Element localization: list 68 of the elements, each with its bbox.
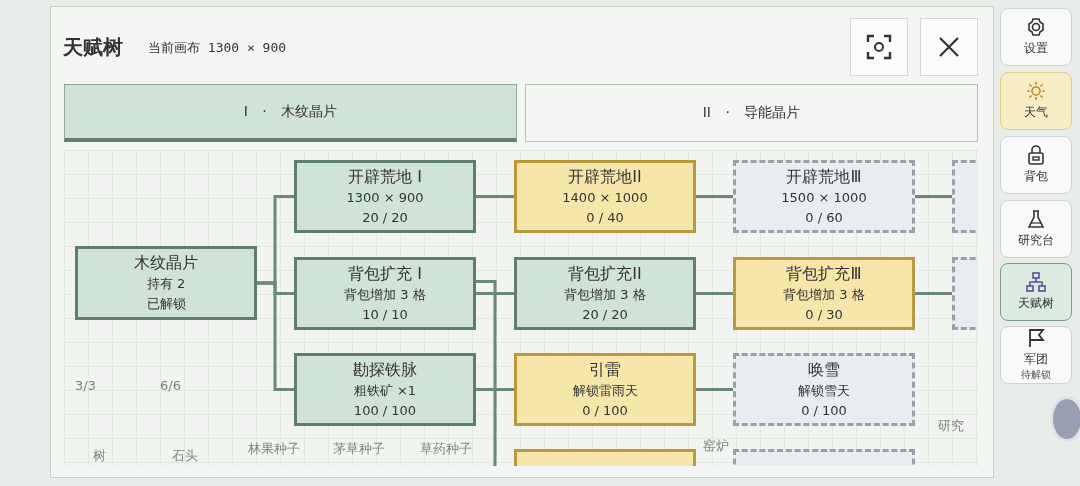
talent-name: 唤雪 bbox=[808, 358, 840, 381]
talent-effect: 解锁雷雨天 bbox=[572, 381, 638, 400]
talent-name: 开辟荒地 I bbox=[348, 165, 422, 188]
talent-name: 引雷 bbox=[589, 358, 621, 381]
talent-effect: 1300 × 900 bbox=[346, 188, 424, 207]
count-text: 3/3 bbox=[75, 378, 96, 393]
talent-name: 木纹晶片 bbox=[134, 252, 198, 274]
talent-progress: 0 / 30 bbox=[805, 305, 843, 324]
tab: II · 导能晶片 bbox=[525, 84, 978, 142]
count-text: 6/6 bbox=[160, 378, 181, 393]
talent-card bbox=[294, 257, 476, 330]
item-name: 树 bbox=[93, 447, 106, 465]
talent-effect: 1500 × 1000 bbox=[781, 188, 867, 207]
talent-progress: 0 / 40 bbox=[586, 208, 624, 227]
talent-progress: 20 / 20 bbox=[582, 305, 628, 324]
item-name: 研究 bbox=[938, 417, 964, 435]
talent-effect: 背包增加 3 格 bbox=[344, 285, 426, 304]
sidebar-button: 天气 bbox=[1000, 72, 1072, 130]
item-name: 林果种子 bbox=[248, 440, 300, 458]
connector-line bbox=[696, 388, 733, 391]
connector-line bbox=[915, 292, 952, 295]
item-name: 茅草种子 bbox=[333, 440, 385, 458]
talent-name: 勘探铁脉 bbox=[353, 358, 417, 381]
talent-progress: 100 / 100 bbox=[353, 401, 417, 420]
talent-progress: 0 / 60 bbox=[805, 208, 843, 227]
talent-progress: 0 / 100 bbox=[582, 401, 628, 420]
sidebar-button: 设置 bbox=[1000, 8, 1072, 66]
talent-effect: 粗铁矿 ×1 bbox=[353, 381, 417, 400]
canvas-size-text: 当前画布 1300 × 900 bbox=[148, 39, 287, 57]
talent-progress: 10 / 10 bbox=[362, 305, 408, 324]
connector-line bbox=[696, 292, 733, 295]
talent-name: 背包扩充 I bbox=[348, 262, 422, 285]
connector-line bbox=[476, 195, 514, 198]
talent-effect: 1400 × 1000 bbox=[562, 188, 648, 207]
connector-line bbox=[476, 388, 514, 391]
connector-line bbox=[696, 195, 733, 198]
talent-name: 背包扩充II bbox=[568, 262, 642, 285]
connector-line bbox=[257, 281, 294, 391]
talent-progress: 20 / 20 bbox=[362, 208, 408, 227]
tab: I · 木纹晶片 bbox=[64, 84, 517, 142]
sidebar-button: 研究台 bbox=[1000, 200, 1072, 258]
talent-card bbox=[733, 353, 915, 426]
talent-name: 开辟荒地II bbox=[568, 165, 642, 188]
talent-card bbox=[514, 353, 696, 426]
talent-card bbox=[514, 257, 696, 330]
item-name: 窑炉 bbox=[703, 437, 729, 455]
item-name: 石头 bbox=[172, 447, 198, 465]
talent-card bbox=[733, 257, 915, 330]
item-name: 草药种子 bbox=[420, 440, 472, 458]
talent-name: 背包扩充Ⅲ bbox=[786, 262, 862, 285]
talent-card bbox=[514, 160, 696, 233]
talent-progress: 0 / 100 bbox=[801, 401, 847, 420]
sidebar-button: 军团 待解锁 bbox=[1000, 326, 1072, 384]
connector-line bbox=[915, 195, 952, 198]
sidebar-button: 背包 bbox=[1000, 136, 1072, 194]
talent-effect: 解锁雪天 bbox=[798, 381, 850, 400]
talent-effect: 背包增加 3 格 bbox=[564, 285, 646, 304]
connector-line bbox=[476, 292, 514, 295]
talent-card bbox=[75, 246, 257, 320]
talent-card bbox=[294, 160, 476, 233]
talent-name: 开辟荒地Ⅲ bbox=[786, 165, 862, 188]
talent-effect: 持有 2 bbox=[146, 275, 186, 293]
panel-title: 天赋树 bbox=[63, 34, 123, 61]
sidebar-button: 天赋树 bbox=[1000, 263, 1072, 321]
talent-card bbox=[294, 353, 476, 426]
talent-card bbox=[733, 160, 915, 233]
talent-effect: 背包增加 3 格 bbox=[783, 285, 865, 304]
talent-progress: 已解锁 bbox=[146, 295, 186, 313]
